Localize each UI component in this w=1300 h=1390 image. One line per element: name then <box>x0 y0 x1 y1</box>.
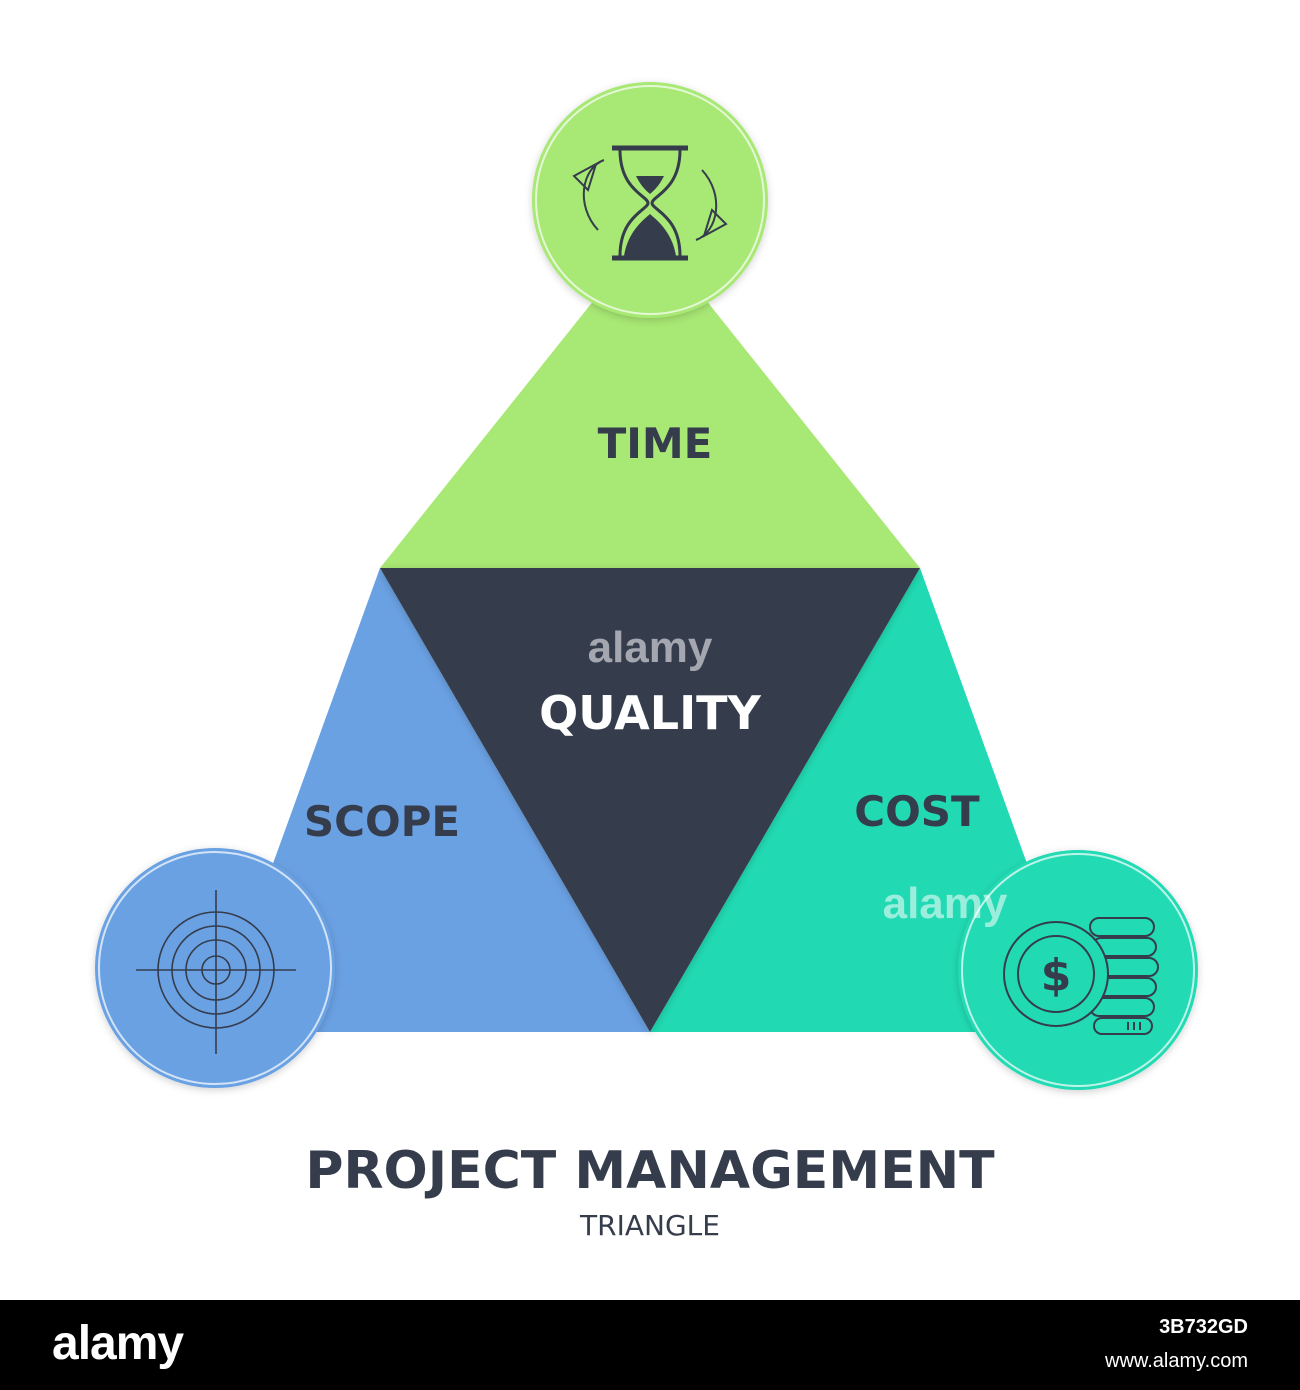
diagram-title: PROJECT MANAGEMENT <box>305 1141 995 1201</box>
scope-label: SCOPE <box>304 797 460 846</box>
cost-label: COST <box>854 787 980 836</box>
scope-icon-circle <box>95 848 335 1088</box>
project-management-triangle-diagram: TIME SCOPE COST QUALITY <box>95 82 1198 1242</box>
quality-segment <box>380 568 920 1032</box>
coin-stack-icon <box>1003 917 1159 1035</box>
stock-footer-bar <box>0 1300 1300 1390</box>
time-label: TIME <box>598 419 713 468</box>
hourglass-icon <box>572 145 728 261</box>
watermark-center: alamy <box>588 623 713 672</box>
cost-icon-circle: $ <box>958 850 1198 1090</box>
stock-footer-logo: alamy <box>52 1317 184 1370</box>
time-icon-circle <box>532 82 768 318</box>
time-segment <box>380 230 920 568</box>
stock-image-id: 3B732GD <box>1159 1316 1248 1338</box>
dollar-symbol: $ <box>1041 950 1072 1001</box>
diagram-subtitle: TRIANGLE <box>579 1209 720 1242</box>
stock-footer-url: www.alamy.com <box>1105 1350 1248 1372</box>
quality-label: QUALITY <box>539 686 761 740</box>
target-icon <box>136 890 296 1054</box>
watermark-right: alamy <box>883 879 1008 928</box>
